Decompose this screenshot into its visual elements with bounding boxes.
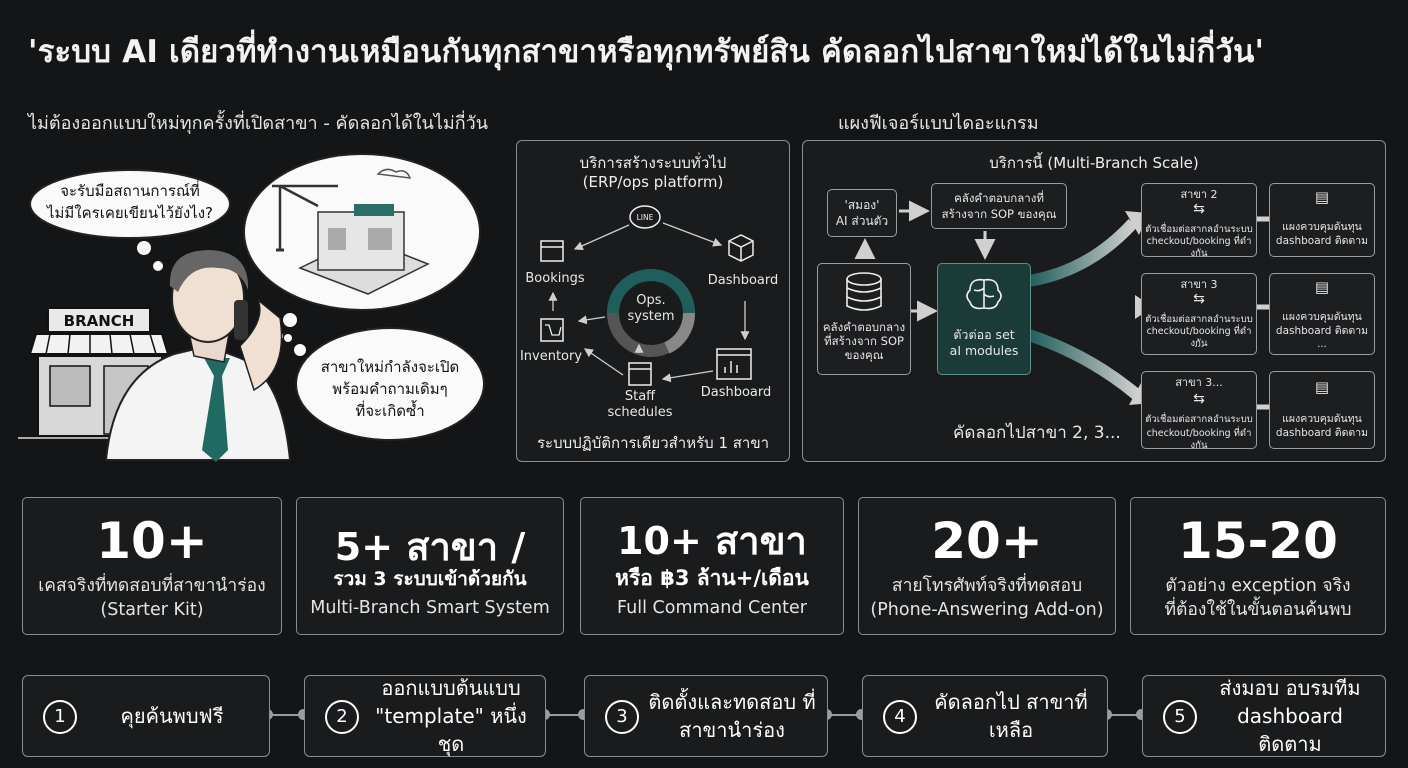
swap-arrows-icon: ⇆ [1193,291,1205,307]
copy-to-branches-label: คัดลอกไปสาขา 2, 3... [953,423,1121,443]
sop-knowledge-box: คลังคำตอบกลางที่ สร้างจาก SOP ของคุณ [931,183,1067,229]
step-connector [826,714,862,716]
database-icon [846,272,882,311]
swap-arrows-icon: ⇆ [1193,391,1205,407]
left-subtitle: ไม่ต้องออกแบบใหม่ทุกครั้งที่เปิดสาขา - ค… [28,113,489,134]
step-number: 1 [43,700,77,734]
speech-bubble-new-branch: สาขาใหม่กำลังจะเปิด พร้อมคำถามเดิมๆ ที่จ… [284,327,485,441]
branch-3-connector-box: สาขา 3 ⇆ ตัวเชื่อมต่อสากลอำนระบบ checkou… [1141,273,1257,355]
stat-starter-kit: 10+ เคสจริงที่ทดสอบที่สาขานำร่อง (Starte… [22,497,282,635]
step-connector [268,714,304,716]
multi-branch-flow [854,200,1269,410]
ops-center-line2: system [627,309,675,324]
stat-command-center: 10+ สาขา หรือ ฿3 ล้าน+/เดือน Full Comman… [580,497,844,635]
step-text: ส่งมอบ อบรมทีม dashboard ติดตาม [1219,676,1361,756]
swap-arrows-icon: ⇆ [1193,201,1205,217]
svg-text:จะรับมือสถานการณ์ที่: จะรับมือสถานการณ์ที่ [60,180,200,200]
brain-icon [966,278,1002,310]
multi-panel-title: บริการนี้ (Multi-Branch Scale) [989,154,1199,172]
node-bookings: Bookings [525,271,585,286]
branch-3-more-dashboard-box: ▤ แผงควบคุมดันทุน dashboard ติดตาม [1269,371,1375,449]
svg-text:ที่จะเกิดซ้ำ: ที่จะเกิดซ้ำ [355,400,424,420]
svg-text:พร้อมคำถามเดิมๆ: พร้อมคำถามเดิมๆ [332,380,448,398]
multi-branch-panel: บริการนี้ (Multi-Branch Scale) 'สมอง' AI… [802,140,1386,462]
schedule-icon [628,362,652,386]
step-number: 2 [325,700,359,734]
dashboard-window-icon: ▤ [1314,188,1330,206]
step-number: 5 [1163,700,1197,734]
branch-3-more-connector-box: สาขา 3... ⇆ ตัวเชื่อมต่อสากลอำนระบบ chec… [1141,371,1257,451]
step-connector-dot [1136,709,1147,720]
svg-text:LINE: LINE [637,213,654,222]
ops-system-cycle: LINE [540,205,754,386]
generic-panel-subtitle: (ERP/ops platform) [582,173,724,191]
generic-panel-footer: ระบบปฏิบัติการเดียวสำหรับ 1 สาขา [536,434,770,452]
branch-3-dashboard-box: ▤ แผงควบคุมดันทุน dashboard ติดตาม ... [1269,273,1375,355]
step-text: ออกแบบต้นแบบ "template" หนึ่งชุด [375,676,527,756]
stat-exceptions: 15-20 ตัวอย่าง exception จริง ที่ต้องใช้… [1130,497,1386,635]
dashboard-window-icon: ▤ [1314,278,1330,296]
step-2-template: 2 ออกแบบต้นแบบ "template" หนึ่งชุด [304,675,546,757]
node-staff-line1: Staff [624,389,656,404]
generic-panel-title: บริการสร้างระบบทั่วไป [579,154,727,172]
central-database-box: คลังคำตอบกลาง ที่สร้างจาก SOP ของคุณ [817,263,911,375]
page-title: 'ระบบ AI เดียวที่ทำงานเหมือนกันทุกสาขาหร… [28,34,1265,70]
thought-bubble-left: จะรับมือสถานการณ์ที่ ไม่มีใครเคยเขียนไว้… [29,169,231,271]
worried-manager-illustration: BRANCH จะรับมือสถานการณ์ที่ ไม่มีใครเคยเ… [18,153,485,462]
man-on-phone-icon [104,250,292,462]
thought-bubble-construction [243,153,481,341]
ops-center-line1: Ops. [636,293,666,308]
calendar-icon [540,240,564,262]
line-app-icon: LINE [629,205,661,229]
node-staff-line2: schedules [607,405,673,420]
node-dashboard-top: Dashboard [707,273,779,288]
step-text: ติดตั้งและทดสอบ ที่สาขานำร่อง [648,690,816,742]
step-connector [544,714,584,716]
personal-ai-box: 'สมอง' AI ส่วนตัว [827,189,897,237]
dashboard-window-icon: ▤ [1314,378,1330,396]
construction-site-icon [272,168,430,295]
step-connector-dot [298,709,309,720]
box-icon [728,234,754,262]
step-number: 4 [883,700,917,734]
diagram-subtitle: แผงฟีเจอร์แบบไดอะแกรม [838,113,1039,134]
dashboard-chart-icon [716,348,752,380]
stat-phone-answering: 20+ สายโทรศัพท์จริงที่ทดสอบ (Phone-Answe… [858,497,1116,635]
svg-text:สาขาใหม่กำลังจะเปิด: สาขาใหม่กำลังจะเปิด [321,358,460,376]
branch-2-dashboard-box: ▤ แผงควบคุมดันทุน dashboard ติดตาม [1269,183,1375,257]
ai-modules-core-box: ตัวต่ออ set aI modules [937,263,1031,375]
step-text: คุยค้นพบฟรี [120,704,224,728]
branch-sign-text: BRANCH [64,312,135,330]
stat-multi-branch: 5+ สาขา / รวม 3 ระบบเข้าด้วยกัน Multi-Br… [296,497,564,635]
node-inventory: Inventory [519,349,583,364]
step-5-handover: 5 ส่งมอบ อบรมทีม dashboard ติดตาม [1142,675,1386,757]
step-4-replicate: 4 คัดลอกไป สาขาที่เหลือ [862,675,1108,757]
cart-icon [540,318,564,342]
branch-2-connector-box: สาขา 2 ⇆ ตัวเชื่อมต่อสากลอำนระบบ checkou… [1141,183,1257,259]
step-3-pilot: 3 ติดตั้งและทดสอบ ที่สาขานำร่อง [584,675,828,757]
generic-platform-panel: บริการสร้างระบบทั่วไป (ERP/ops platform)… [516,140,790,462]
step-connector-dot [578,709,589,720]
step-text: คัดลอกไป สาขาที่เหลือ [934,690,1088,742]
step-connector-dot [856,709,867,720]
step-connector [1106,714,1142,716]
step-1-discovery: 1 คุยค้นพบฟรี [22,675,270,757]
node-dashboard-bottom: Dashboard [700,385,772,400]
svg-text:ไม่มีใครเคยเขียนไว้ยังไง?: ไม่มีใครเคยเขียนไว้ยังไง? [46,204,213,222]
step-number: 3 [605,700,639,734]
